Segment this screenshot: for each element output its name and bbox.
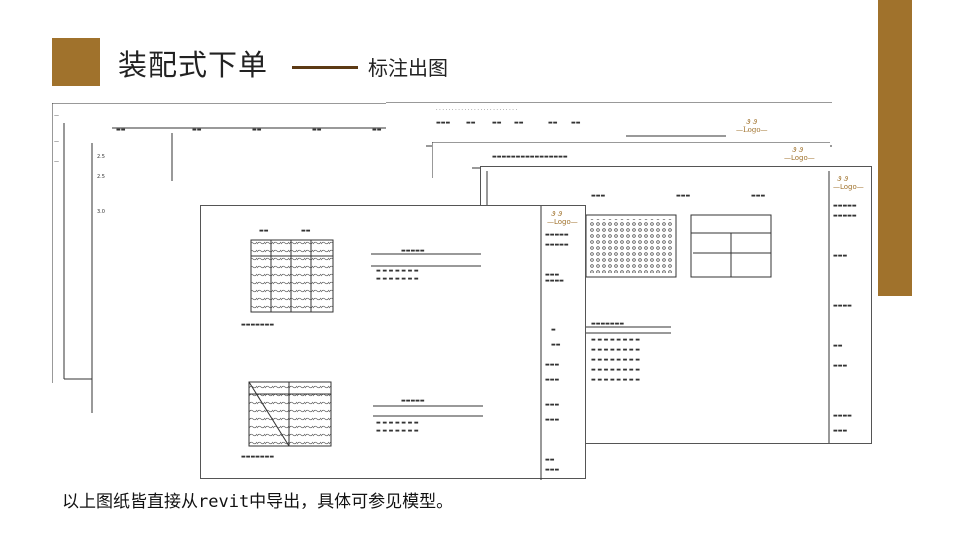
svg-text:▬▬▬▬▬: ▬▬▬▬▬ xyxy=(401,398,425,404)
drawing-sheet-right-graphics: ▬▬▬▬▬▬▬▬▬ ▬▬▬▬▬▬▬ ▬ ▬ ▬ ▬ ▬ ▬ ▬ ▬ ▬ ▬ ▬ … xyxy=(486,171,864,443)
svg-text:▬▬▬: ▬▬▬ xyxy=(545,467,559,473)
svg-text:▬▬: ▬▬ xyxy=(548,120,558,126)
svg-text:▬ ▬ ▬ ▬ ▬ ▬ ▬: ▬ ▬ ▬ ▬ ▬ ▬ ▬ xyxy=(376,276,419,282)
svg-text:▬: ▬ xyxy=(551,327,556,333)
svg-text:▬▬▬▬: ▬▬▬▬ xyxy=(833,413,852,419)
svg-text:▬▬: ▬▬ xyxy=(372,127,382,133)
svg-text:▬▬▬▬▬: ▬▬▬▬▬ xyxy=(833,203,857,209)
svg-text:▬▬▬: ▬▬▬ xyxy=(545,362,559,368)
svg-text:▬▬▬: ▬▬▬ xyxy=(545,377,559,383)
brand-logo-icon: Ꮽ Ꮽ—Logo— xyxy=(833,175,864,191)
svg-text:▬ ▬ ▬ ▬ ▬ ▬ ▬ ▬: ▬ ▬ ▬ ▬ ▬ ▬ ▬ ▬ xyxy=(591,367,640,373)
svg-text:▬ ▬ ▬ ▬ ▬ ▬ ▬ ▬: ▬ ▬ ▬ ▬ ▬ ▬ ▬ ▬ xyxy=(591,337,640,343)
svg-text:▬▬▬▬▬: ▬▬▬▬▬ xyxy=(545,232,569,238)
svg-text:▬▬: ▬▬ xyxy=(571,120,581,126)
svg-text:▬▬: ▬▬ xyxy=(466,120,476,126)
svg-text:▬▬▬▬▬: ▬▬▬▬▬ xyxy=(401,248,425,254)
svg-text:▬▬: ▬▬ xyxy=(833,343,843,349)
svg-text:▬▬▬: ▬▬▬ xyxy=(751,193,765,199)
svg-text:▬▬: ▬▬ xyxy=(545,457,555,463)
svg-text:▬▬: ▬▬ xyxy=(116,127,126,133)
svg-text:▬ ▬ ▬ ▬ ▬ ▬ ▬ ▬: ▬ ▬ ▬ ▬ ▬ ▬ ▬ ▬ xyxy=(591,357,640,363)
svg-text:Ꮽ Ꮽ: Ꮽ Ꮽ xyxy=(746,118,758,126)
svg-text:▬ ▬ ▬ ▬ ▬ ▬ ▬: ▬ ▬ ▬ ▬ ▬ ▬ ▬ xyxy=(376,420,419,426)
svg-text:▬▬▬▬: ▬▬▬▬ xyxy=(833,303,852,309)
svg-text:▬▬▬: ▬▬▬ xyxy=(545,402,559,408)
svg-text:▬▬▬: ▬▬▬ xyxy=(436,120,450,126)
page-subtitle: 标注出图 xyxy=(368,56,448,80)
title-accent-square xyxy=(52,38,100,86)
svg-text:▬▬▬▬▬: ▬▬▬▬▬ xyxy=(833,213,857,219)
brand-logo-icon: Ꮽ Ꮽ—Logo— xyxy=(736,118,768,134)
svg-text:▬▬: ▬▬ xyxy=(301,228,311,234)
svg-text:▬▬▬▬▬▬▬: ▬▬▬▬▬▬▬ xyxy=(241,454,274,460)
brand-logo-icon: Ꮽ Ꮽ—Logo— xyxy=(547,210,578,226)
svg-text:▬▬▬: ▬▬▬ xyxy=(591,193,605,199)
svg-text:Ꮽ Ꮽ: Ꮽ Ꮽ xyxy=(837,175,849,183)
svg-text:—Logo—: —Logo— xyxy=(547,218,578,226)
svg-text:▬▬: ▬▬ xyxy=(192,127,202,133)
svg-text:—Logo—: —Logo— xyxy=(784,154,815,162)
svg-text:▬▬: ▬▬ xyxy=(492,120,502,126)
svg-text:▬▬▬: ▬▬▬ xyxy=(833,428,847,434)
svg-text:▬▬: ▬▬ xyxy=(312,127,322,133)
drawing-sheet-front-graphics: ▬▬▬▬ ▬▬▬▬▬ ▬ ▬ ▬ ▬ ▬ ▬ ▬ ▬ ▬ ▬ ▬ ▬ ▬ ▬ ▬… xyxy=(241,206,578,480)
svg-text:▬▬▬: ▬▬▬ xyxy=(545,272,559,278)
svg-text:▬▬: ▬▬ xyxy=(514,120,524,126)
svg-text:▬▬▬▬▬▬▬: ▬▬▬▬▬▬▬ xyxy=(591,321,624,327)
svg-text:—Logo—: —Logo— xyxy=(833,183,864,191)
drawing-sheet-back-1-graphics: ——— 2.52.53.0 ▬▬▬▬▬▬▬▬▬▬ xyxy=(52,103,472,413)
svg-text:▬▬▬: ▬▬▬ xyxy=(833,253,847,259)
svg-text:▬ ▬ ▬ ▬ ▬ ▬ ▬: ▬ ▬ ▬ ▬ ▬ ▬ ▬ xyxy=(376,428,419,434)
brand-logo-icon: Ꮽ Ꮽ—Logo— xyxy=(784,146,815,162)
svg-text:▬▬▬▬▬: ▬▬▬▬▬ xyxy=(545,242,569,248)
svg-text:Ꮽ Ꮽ: Ꮽ Ꮽ xyxy=(551,210,563,218)
svg-text:▬▬: ▬▬ xyxy=(551,342,561,348)
svg-text:—: — xyxy=(54,159,59,165)
svg-text:▬▬: ▬▬ xyxy=(252,127,262,133)
right-accent-bar xyxy=(878,0,912,296)
svg-text:▬▬▬▬: ▬▬▬▬ xyxy=(545,278,564,284)
svg-text:—: — xyxy=(54,139,59,145)
title-separator-line xyxy=(292,66,358,69)
svg-text:2.5: 2.5 xyxy=(97,174,105,180)
svg-text:▬▬▬: ▬▬▬ xyxy=(545,417,559,423)
svg-text:▬▬▬▬▬▬▬▬▬▬▬▬▬▬▬▬: ▬▬▬▬▬▬▬▬▬▬▬▬▬▬▬▬ xyxy=(492,154,568,160)
svg-text:▬ ▬ ▬ ▬ ▬ ▬ ▬ ▬: ▬ ▬ ▬ ▬ ▬ ▬ ▬ ▬ xyxy=(591,377,640,383)
svg-text:▬ ▬ ▬ ▬ ▬ ▬ ▬: ▬ ▬ ▬ ▬ ▬ ▬ ▬ xyxy=(376,268,419,274)
page-title: 装配式下单 xyxy=(118,48,269,82)
svg-text:▬▬: ▬▬ xyxy=(259,228,269,234)
caption-text: 以上图纸皆直接从revit中导出，具体可参见模型。 xyxy=(62,492,454,512)
svg-text:. . . . . . . . . . . . . . .: . . . . . . . . . . . . . . . . . . . . … xyxy=(436,106,517,112)
svg-text:—Logo—: —Logo— xyxy=(736,126,768,134)
svg-text:▬▬▬▬▬▬▬: ▬▬▬▬▬▬▬ xyxy=(241,322,274,328)
drawing-sheet-front: ▬▬▬▬ ▬▬▬▬▬ ▬ ▬ ▬ ▬ ▬ ▬ ▬ ▬ ▬ ▬ ▬ ▬ ▬ ▬ ▬… xyxy=(200,205,586,480)
svg-text:2.5: 2.5 xyxy=(97,154,105,160)
svg-text:▬ ▬ ▬ ▬ ▬ ▬ ▬ ▬: ▬ ▬ ▬ ▬ ▬ ▬ ▬ ▬ xyxy=(591,347,640,353)
svg-text:▬▬▬: ▬▬▬ xyxy=(676,193,690,199)
svg-text:Ꮽ Ꮽ: Ꮽ Ꮽ xyxy=(792,146,804,154)
svg-text:—: — xyxy=(54,113,59,119)
drawing-sheet-back-2: ▬▬▬▬▬▬▬▬▬ ▬▬▬▬ . . . . . . . . . . . . .… xyxy=(386,102,832,148)
svg-text:▬▬▬: ▬▬▬ xyxy=(833,363,847,369)
svg-text:3.0: 3.0 xyxy=(97,209,105,215)
